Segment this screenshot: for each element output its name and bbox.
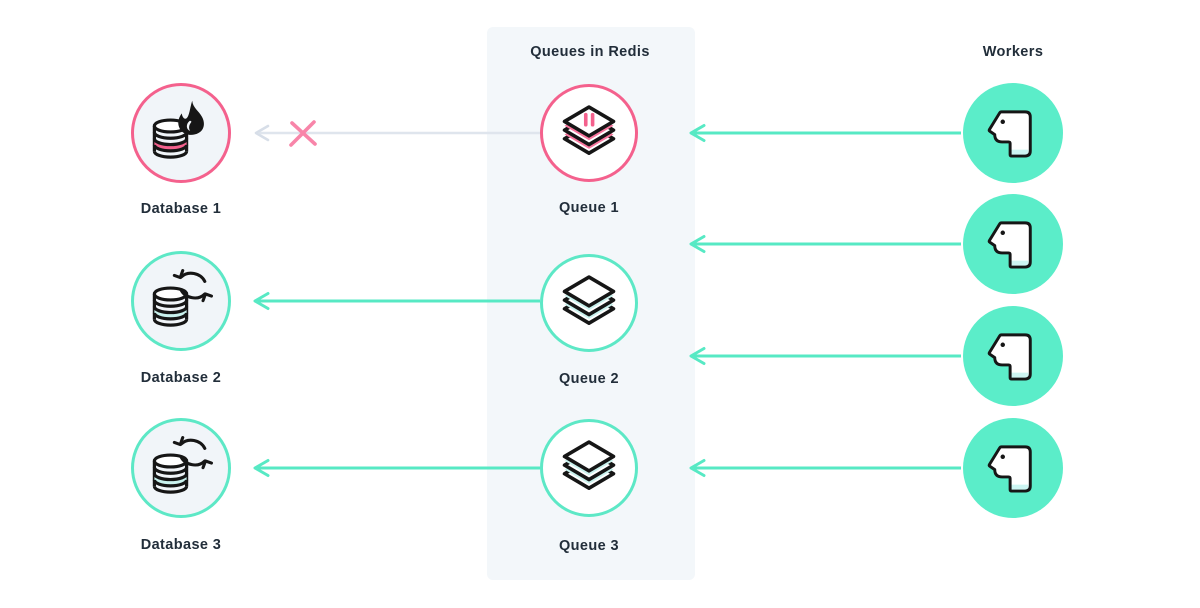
database-sync-icon <box>152 436 213 494</box>
database-1-node <box>131 83 231 183</box>
worker-icon <box>987 445 1032 493</box>
queue-3-label: Queue 3 <box>558 538 619 554</box>
database-2-node <box>131 251 231 351</box>
worker-4-node <box>963 418 1063 518</box>
fire-icon <box>178 100 204 135</box>
arrow-worker4-queues <box>689 459 961 477</box>
queue-3-node <box>540 419 638 517</box>
database-3-node <box>131 418 231 518</box>
database-sync-icon <box>152 269 213 327</box>
blocked-x-icon <box>289 120 317 147</box>
queue-1-node <box>540 84 638 182</box>
worker-icon <box>987 333 1032 381</box>
database-1-label: Database 1 <box>140 201 222 217</box>
database-2-label: Database 2 <box>140 370 222 386</box>
queue-1-label: Queue 1 <box>558 200 619 216</box>
queue-2-node <box>540 254 638 352</box>
worker-icon <box>987 221 1032 269</box>
pause-icon <box>583 112 595 127</box>
worker-icon <box>987 110 1032 158</box>
arrow-worker3-queues <box>689 347 961 365</box>
queue-stack-icon <box>562 440 616 490</box>
worker-2-node <box>963 194 1063 294</box>
sync-arrows-icon <box>172 269 213 303</box>
queue-stack-icon <box>562 275 616 325</box>
queue-stack-icon <box>562 105 616 155</box>
sync-arrows-icon <box>172 436 213 470</box>
arrow-worker2-queues <box>689 235 961 253</box>
worker-3-node <box>963 306 1063 406</box>
queue-2-label: Queue 2 <box>558 371 619 387</box>
worker-1-node <box>963 83 1063 183</box>
queues-panel-title: Queues in Redis <box>530 44 650 60</box>
arrow-worker1-queues <box>689 124 961 142</box>
database-3-label: Database 3 <box>140 537 222 553</box>
database-fire-icon <box>152 100 204 159</box>
workers-header: Workers <box>982 44 1044 60</box>
